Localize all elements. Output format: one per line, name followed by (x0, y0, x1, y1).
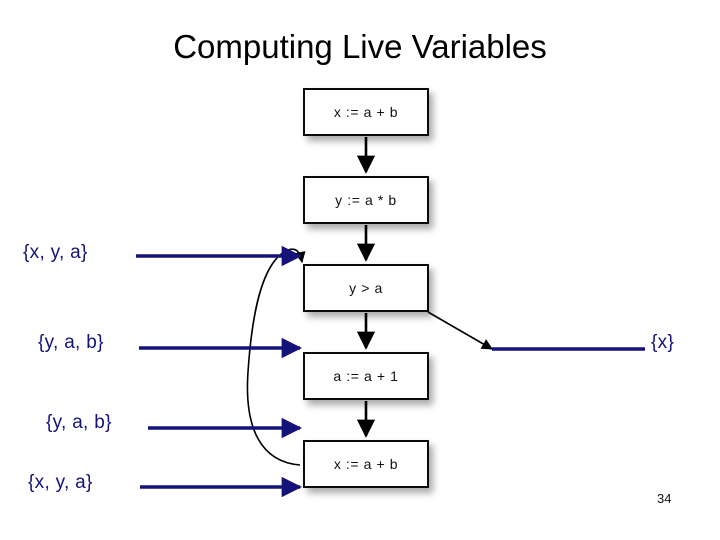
cfg-node-2[interactable]: y > a (303, 264, 429, 312)
cfg-back-edge-n4-n2 (246, 248, 306, 466)
page-number: 34 (657, 491, 672, 506)
cfg-edge-n2-exit (427, 311, 493, 350)
cfg-node-label: x := a + b (333, 104, 399, 120)
cfg-node-0[interactable]: x := a + b (303, 88, 429, 136)
live-set-annotation-3: {x, y, a} (28, 472, 93, 493)
cfg-node-label: x := a + b (333, 456, 399, 472)
cfg-node-label: a := a + 1 (333, 368, 399, 384)
live-set-annotation-4: {x} (651, 332, 675, 353)
live-set-annotation-0: {x, y, a} (23, 242, 88, 263)
live-set-annotation-1: {y, a, b} (38, 332, 104, 353)
cfg-node-3[interactable]: a := a + 1 (303, 352, 429, 400)
cfg-node-label: y := a * b (335, 192, 397, 208)
live-set-annotation-2: {y, a, b} (46, 412, 112, 433)
cfg-node-4[interactable]: x := a + b (303, 440, 429, 488)
cfg-node-1[interactable]: y := a * b (303, 176, 429, 224)
page-title: Computing Live Variables (173, 28, 547, 65)
cfg-node-label: y > a (349, 280, 383, 296)
